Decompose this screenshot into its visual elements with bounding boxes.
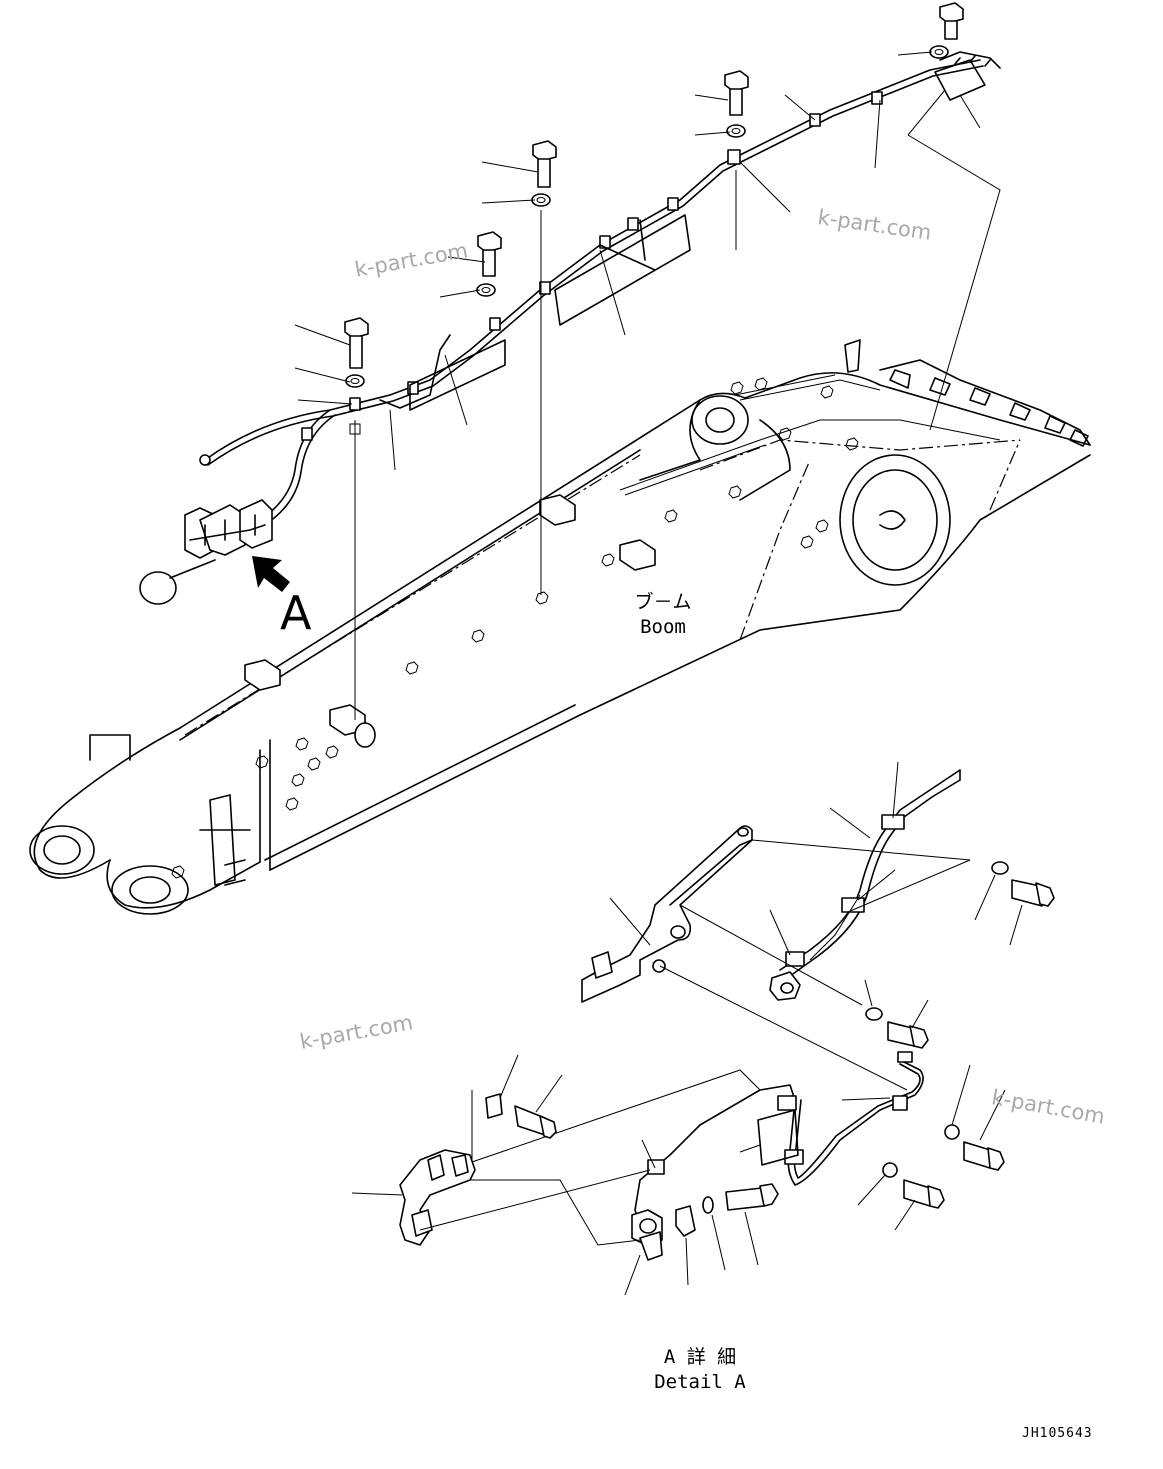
detail-label-jp: A 詳 細: [663, 1346, 737, 1368]
boom-label-jp: ブ－ム: [634, 591, 692, 613]
drawing-code: JH105643: [1022, 1426, 1093, 1441]
upper-leaders: [294, 51, 981, 471]
detail-a: [351, 761, 1055, 1296]
boom: [29, 339, 1091, 915]
view-marker: A: [280, 586, 312, 640]
wiring-harness: [139, 51, 1001, 605]
detail-label-en: Detail A: [654, 1371, 746, 1393]
boom-nuts: [171, 377, 859, 879]
view-arrow-icon: [252, 556, 290, 592]
boom-label-en: Boom: [640, 616, 686, 638]
upper-bolts: [344, 2, 1001, 720]
